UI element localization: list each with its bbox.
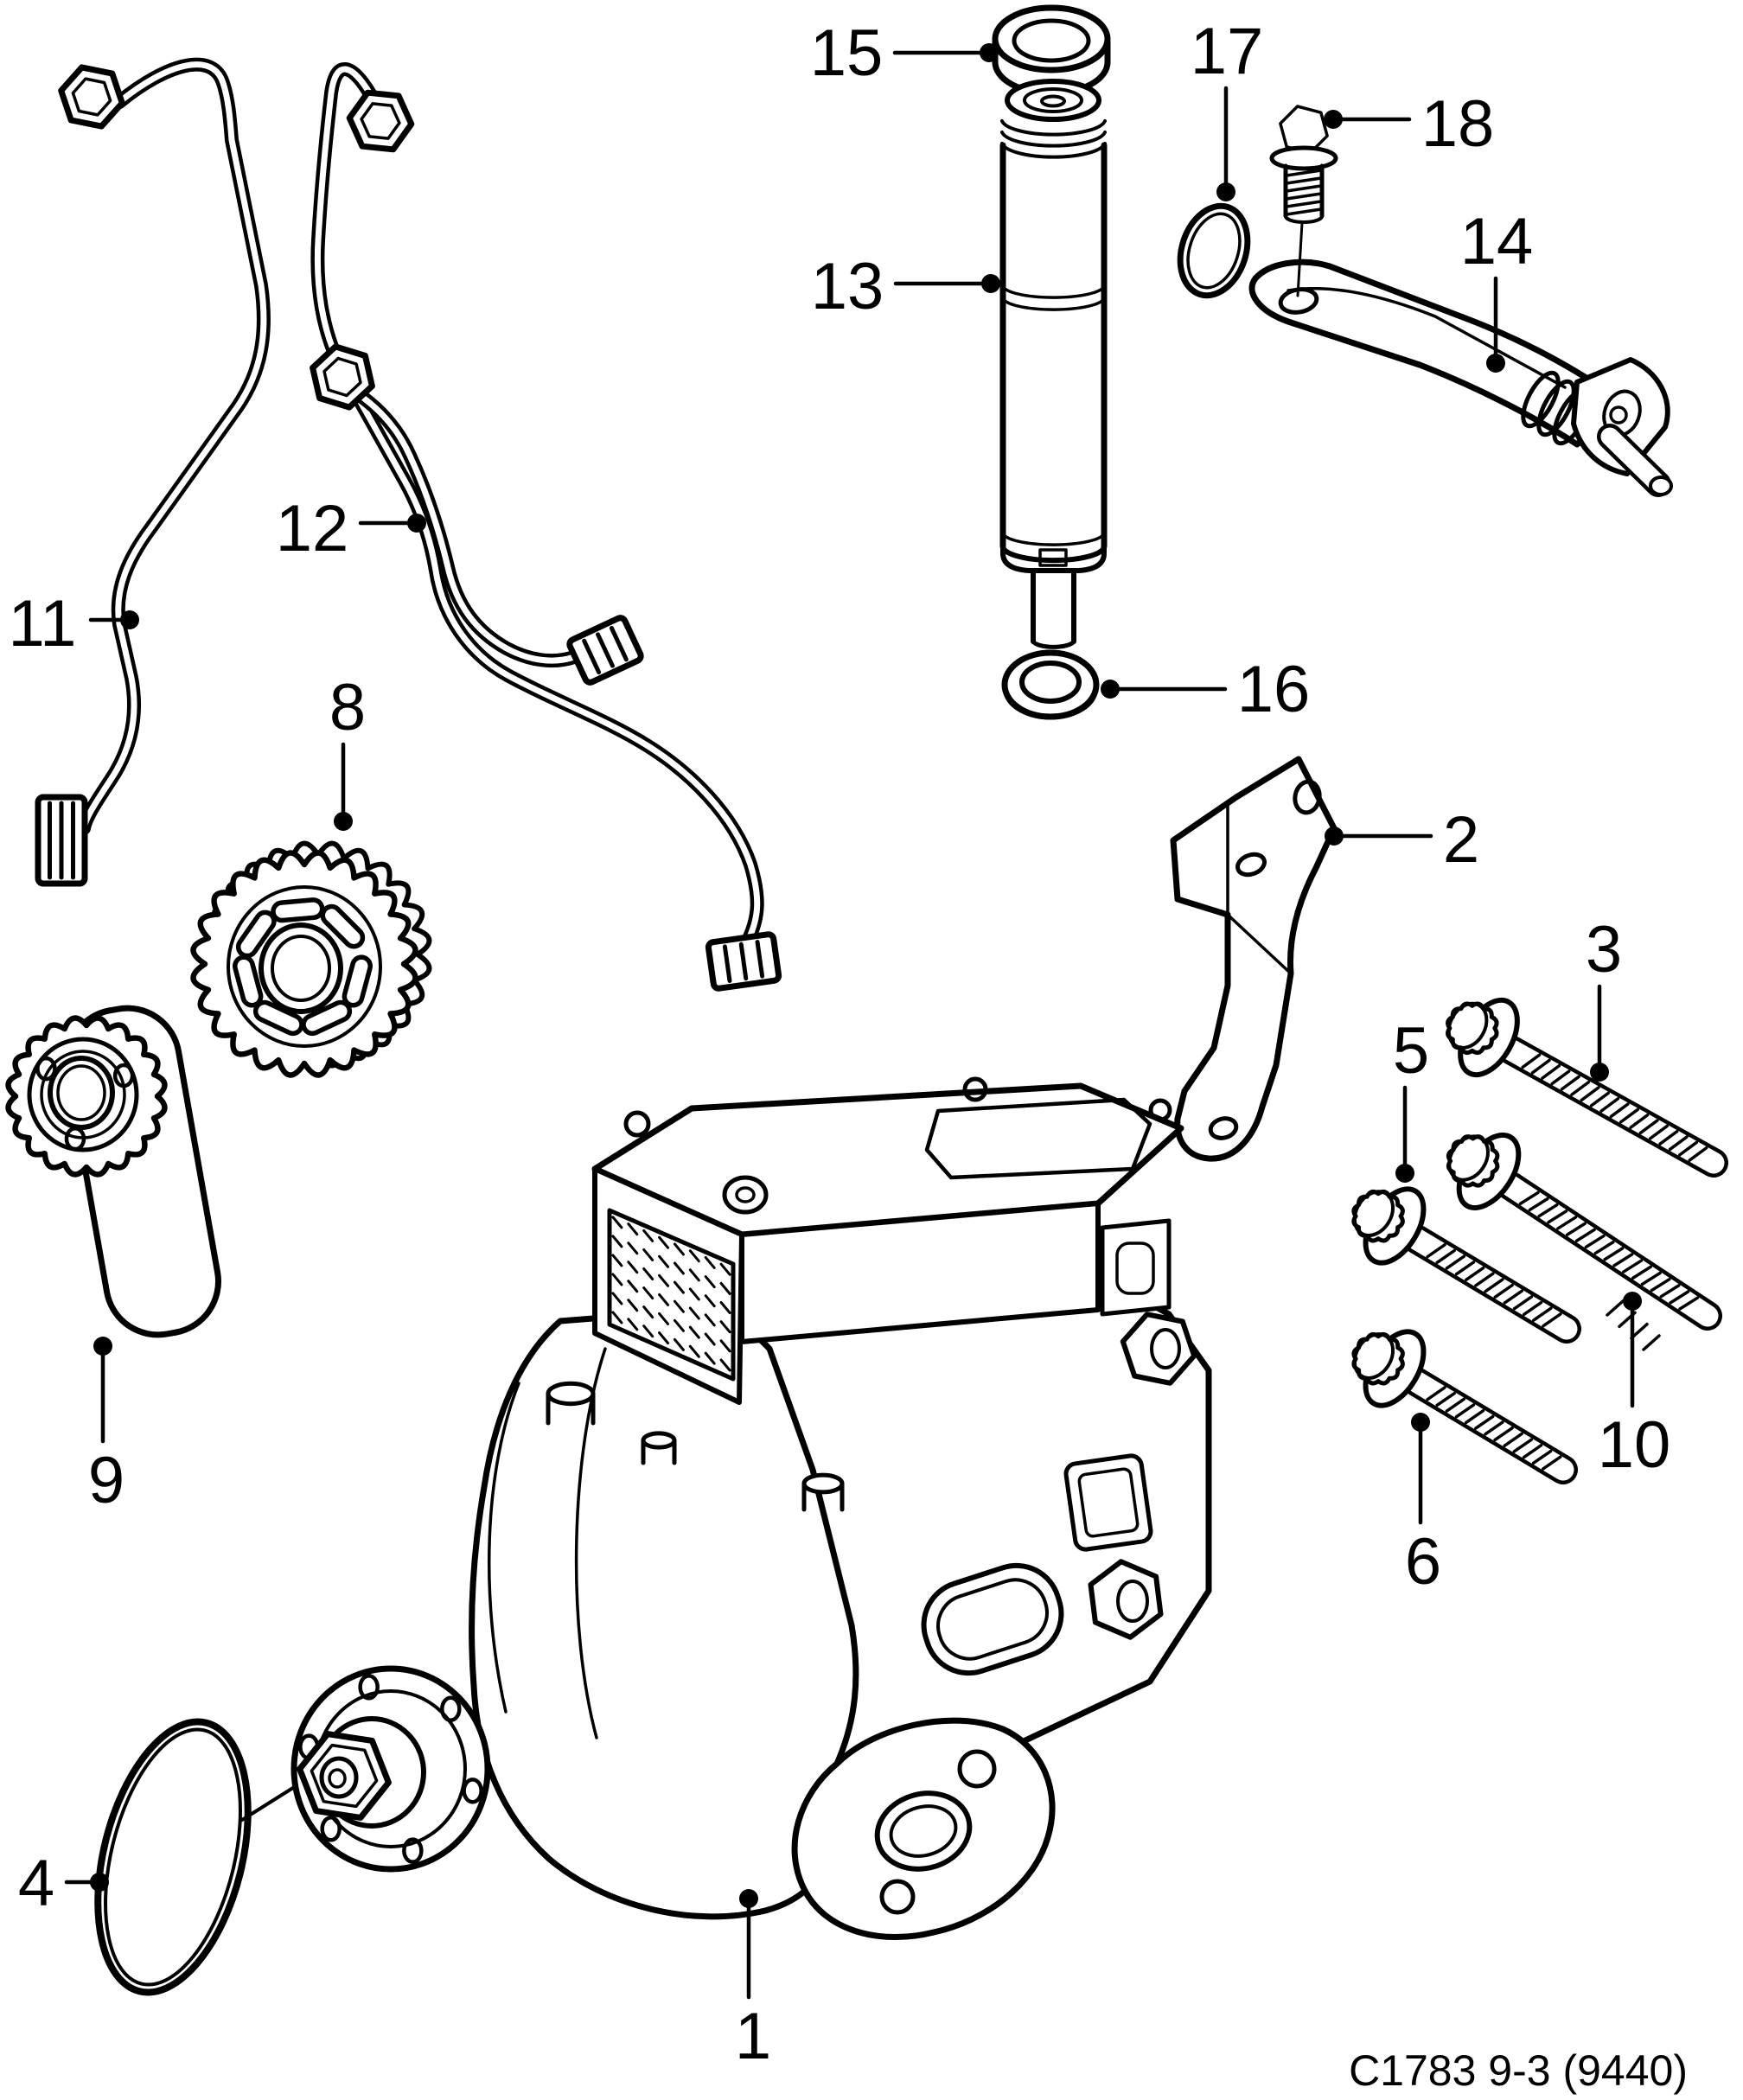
bolt-6 [1351,1329,1578,1484]
bracket-2 [1170,756,1338,1162]
callout-15: 15 [810,16,999,90]
o-ring-4 [94,1718,297,1996]
callout-12: 12 [276,492,426,565]
fuel-line-11 [35,57,271,887]
callout-8: 8 [329,671,366,831]
callout-16: 16 [1101,653,1310,726]
callout-number: 1 [735,2000,771,2073]
callout-11: 11 [9,587,139,661]
callout-number: 17 [1191,15,1264,88]
callout-17: 17 [1191,15,1264,201]
callout-14: 14 [1460,205,1534,373]
callout-number: 4 [18,1847,54,1920]
callout-number: 11 [9,587,77,661]
callout-5: 5 [1393,1014,1429,1183]
sprocket-8 [190,840,432,1078]
diagram-caption: C1783 9-3 (9440) [1349,2046,1688,2095]
callout-13: 13 [811,250,1000,323]
callout-10: 10 [1598,1292,1671,1482]
callout-1: 1 [735,1889,771,2073]
callout-number: 16 [1237,653,1311,726]
bolt-10 [1446,1133,1722,1331]
callout-number: 9 [88,1444,124,1517]
callout-2: 2 [1325,803,1479,877]
o-ring-17 [1177,202,1251,299]
callout-number: 14 [1460,205,1534,278]
washer-16 [1001,649,1100,720]
bolt-3 [1446,997,1728,1178]
callout-number: 13 [811,250,884,323]
cap-15 [992,4,1111,97]
callout-number: 8 [329,671,366,744]
bolt-5 [1351,1186,1581,1344]
bolt-18 [1272,106,1338,297]
callout-number: 18 [1421,87,1495,161]
parts-layer [5,4,1728,1996]
callout-number: 5 [1393,1014,1429,1088]
callout-number: 3 [1586,913,1622,986]
injection-pump-1 [290,1076,1212,1940]
fuel-line-12 [310,62,782,992]
callout-3: 3 [1586,913,1622,1082]
callout-number: 12 [276,492,349,565]
sprocket-9 [5,1005,221,1338]
callout-9: 9 [88,1337,124,1517]
clamp-14 [1248,259,1673,1351]
callout-number: 15 [810,16,884,90]
callout-18: 18 [1324,87,1494,161]
callout-number: 6 [1405,1525,1441,1599]
callout-4: 4 [18,1847,109,1920]
injector-13 [999,79,1108,649]
callout-6: 6 [1405,1413,1441,1599]
callout-number: 2 [1443,803,1479,877]
callout-number: 10 [1598,1408,1671,1482]
